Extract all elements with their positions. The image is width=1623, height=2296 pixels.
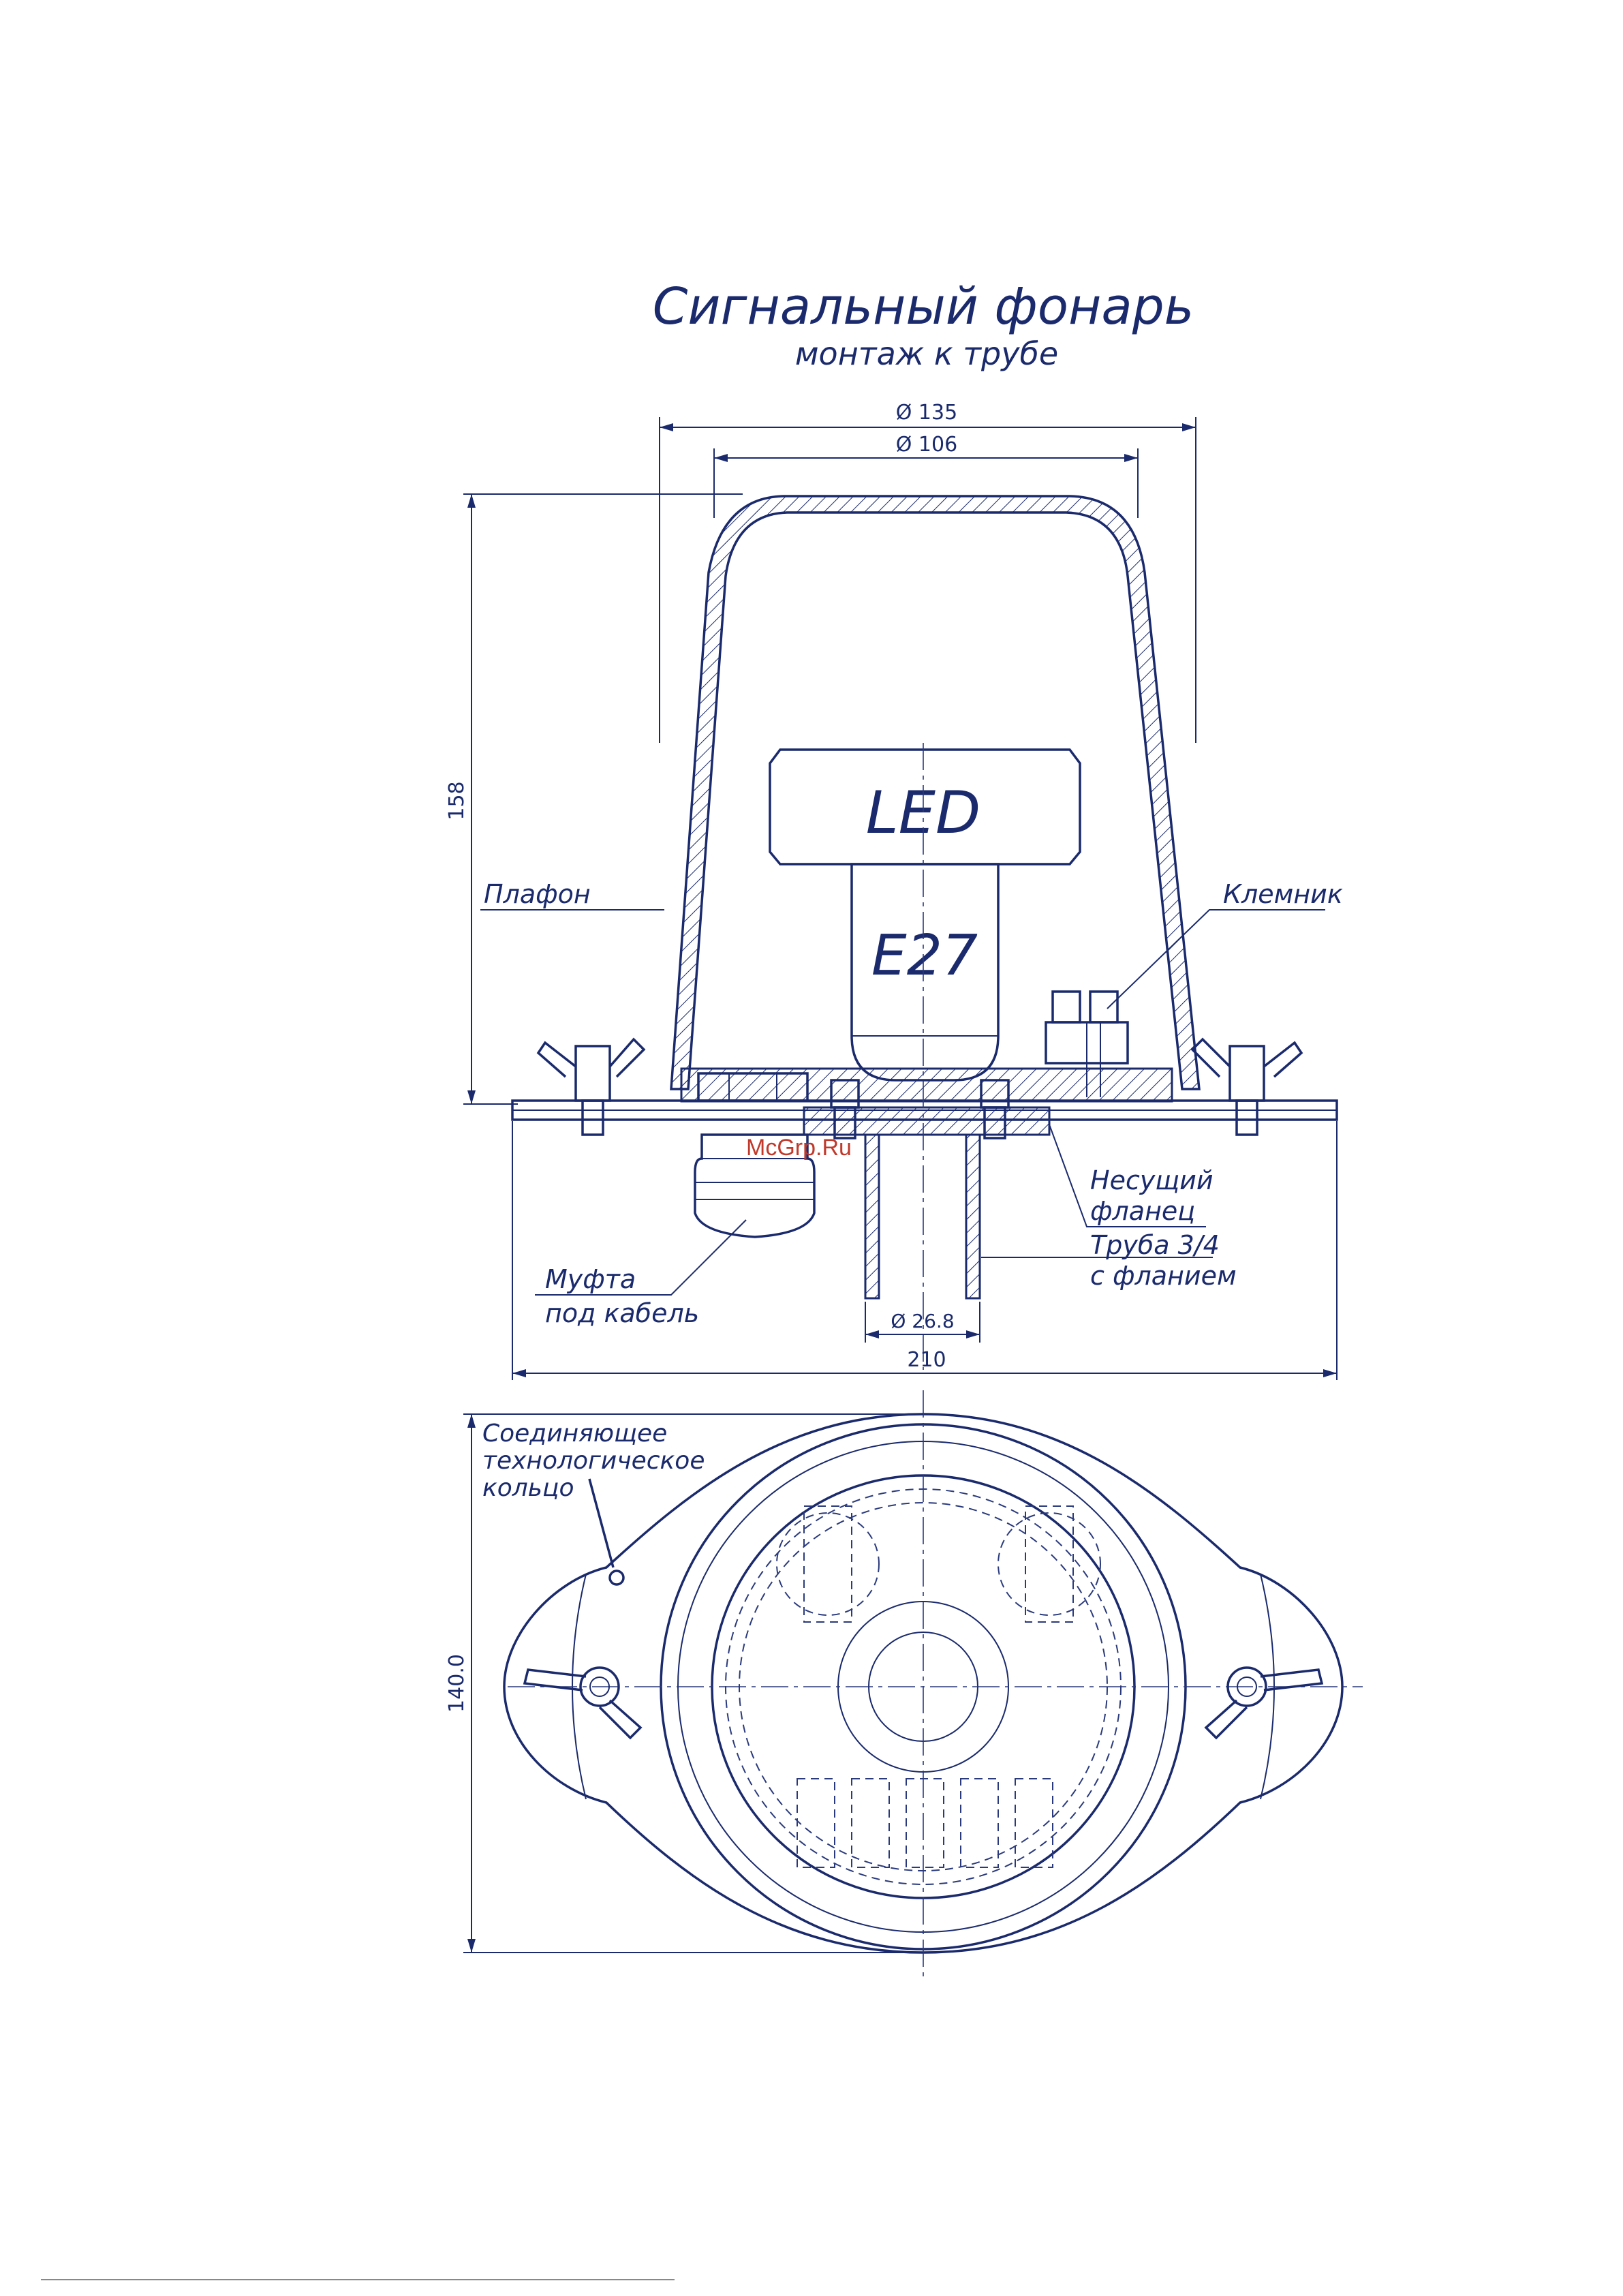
dimension-label-d26-8: Ø 26.8 bbox=[891, 1310, 954, 1332]
dimension-label-d106: Ø 106 bbox=[896, 433, 957, 457]
pipe-3-4 bbox=[865, 1135, 980, 1298]
flange-label-line2: фланец bbox=[1090, 1196, 1195, 1226]
dimension-d26-8: Ø 26.8 bbox=[865, 1302, 980, 1343]
dimension-label-w210: 210 bbox=[907, 1348, 946, 1372]
top-view bbox=[504, 1390, 1363, 1976]
dimension-label-h158: 158 bbox=[445, 781, 469, 820]
ring-label-line3: кольцо bbox=[482, 1474, 574, 1502]
dimension-label-h140: 140.0 bbox=[445, 1654, 469, 1713]
ring-label-line2: технологическое bbox=[482, 1447, 705, 1475]
dimension-label-d135: Ø 135 bbox=[896, 401, 957, 425]
gland-label-line2: под кабель bbox=[545, 1298, 699, 1328]
e27-label: E27 bbox=[871, 923, 978, 988]
plafon-label: Плафон bbox=[484, 879, 591, 909]
ring-label-line1: Соединяющее bbox=[482, 1420, 667, 1448]
drawing-subtitle: монтаж к трубе bbox=[795, 335, 1058, 372]
watermark: McGrp.Ru bbox=[746, 1135, 852, 1161]
klemnik-label: Клемник bbox=[1223, 879, 1343, 909]
pipe-label-line1: Труба 3/4 bbox=[1090, 1230, 1220, 1260]
gland-label-line1: Муфта bbox=[545, 1264, 636, 1294]
led-module: LED bbox=[770, 750, 1080, 864]
flange-label-line1: Несущий bbox=[1090, 1165, 1214, 1195]
base-flange bbox=[512, 1069, 1337, 1135]
drawing-title: Сигнальный фонарь bbox=[653, 277, 1194, 336]
klemnik-leader bbox=[1107, 910, 1325, 1009]
pipe-label-line2: с фланием bbox=[1090, 1261, 1237, 1291]
e27-socket: E27 bbox=[852, 864, 998, 1080]
